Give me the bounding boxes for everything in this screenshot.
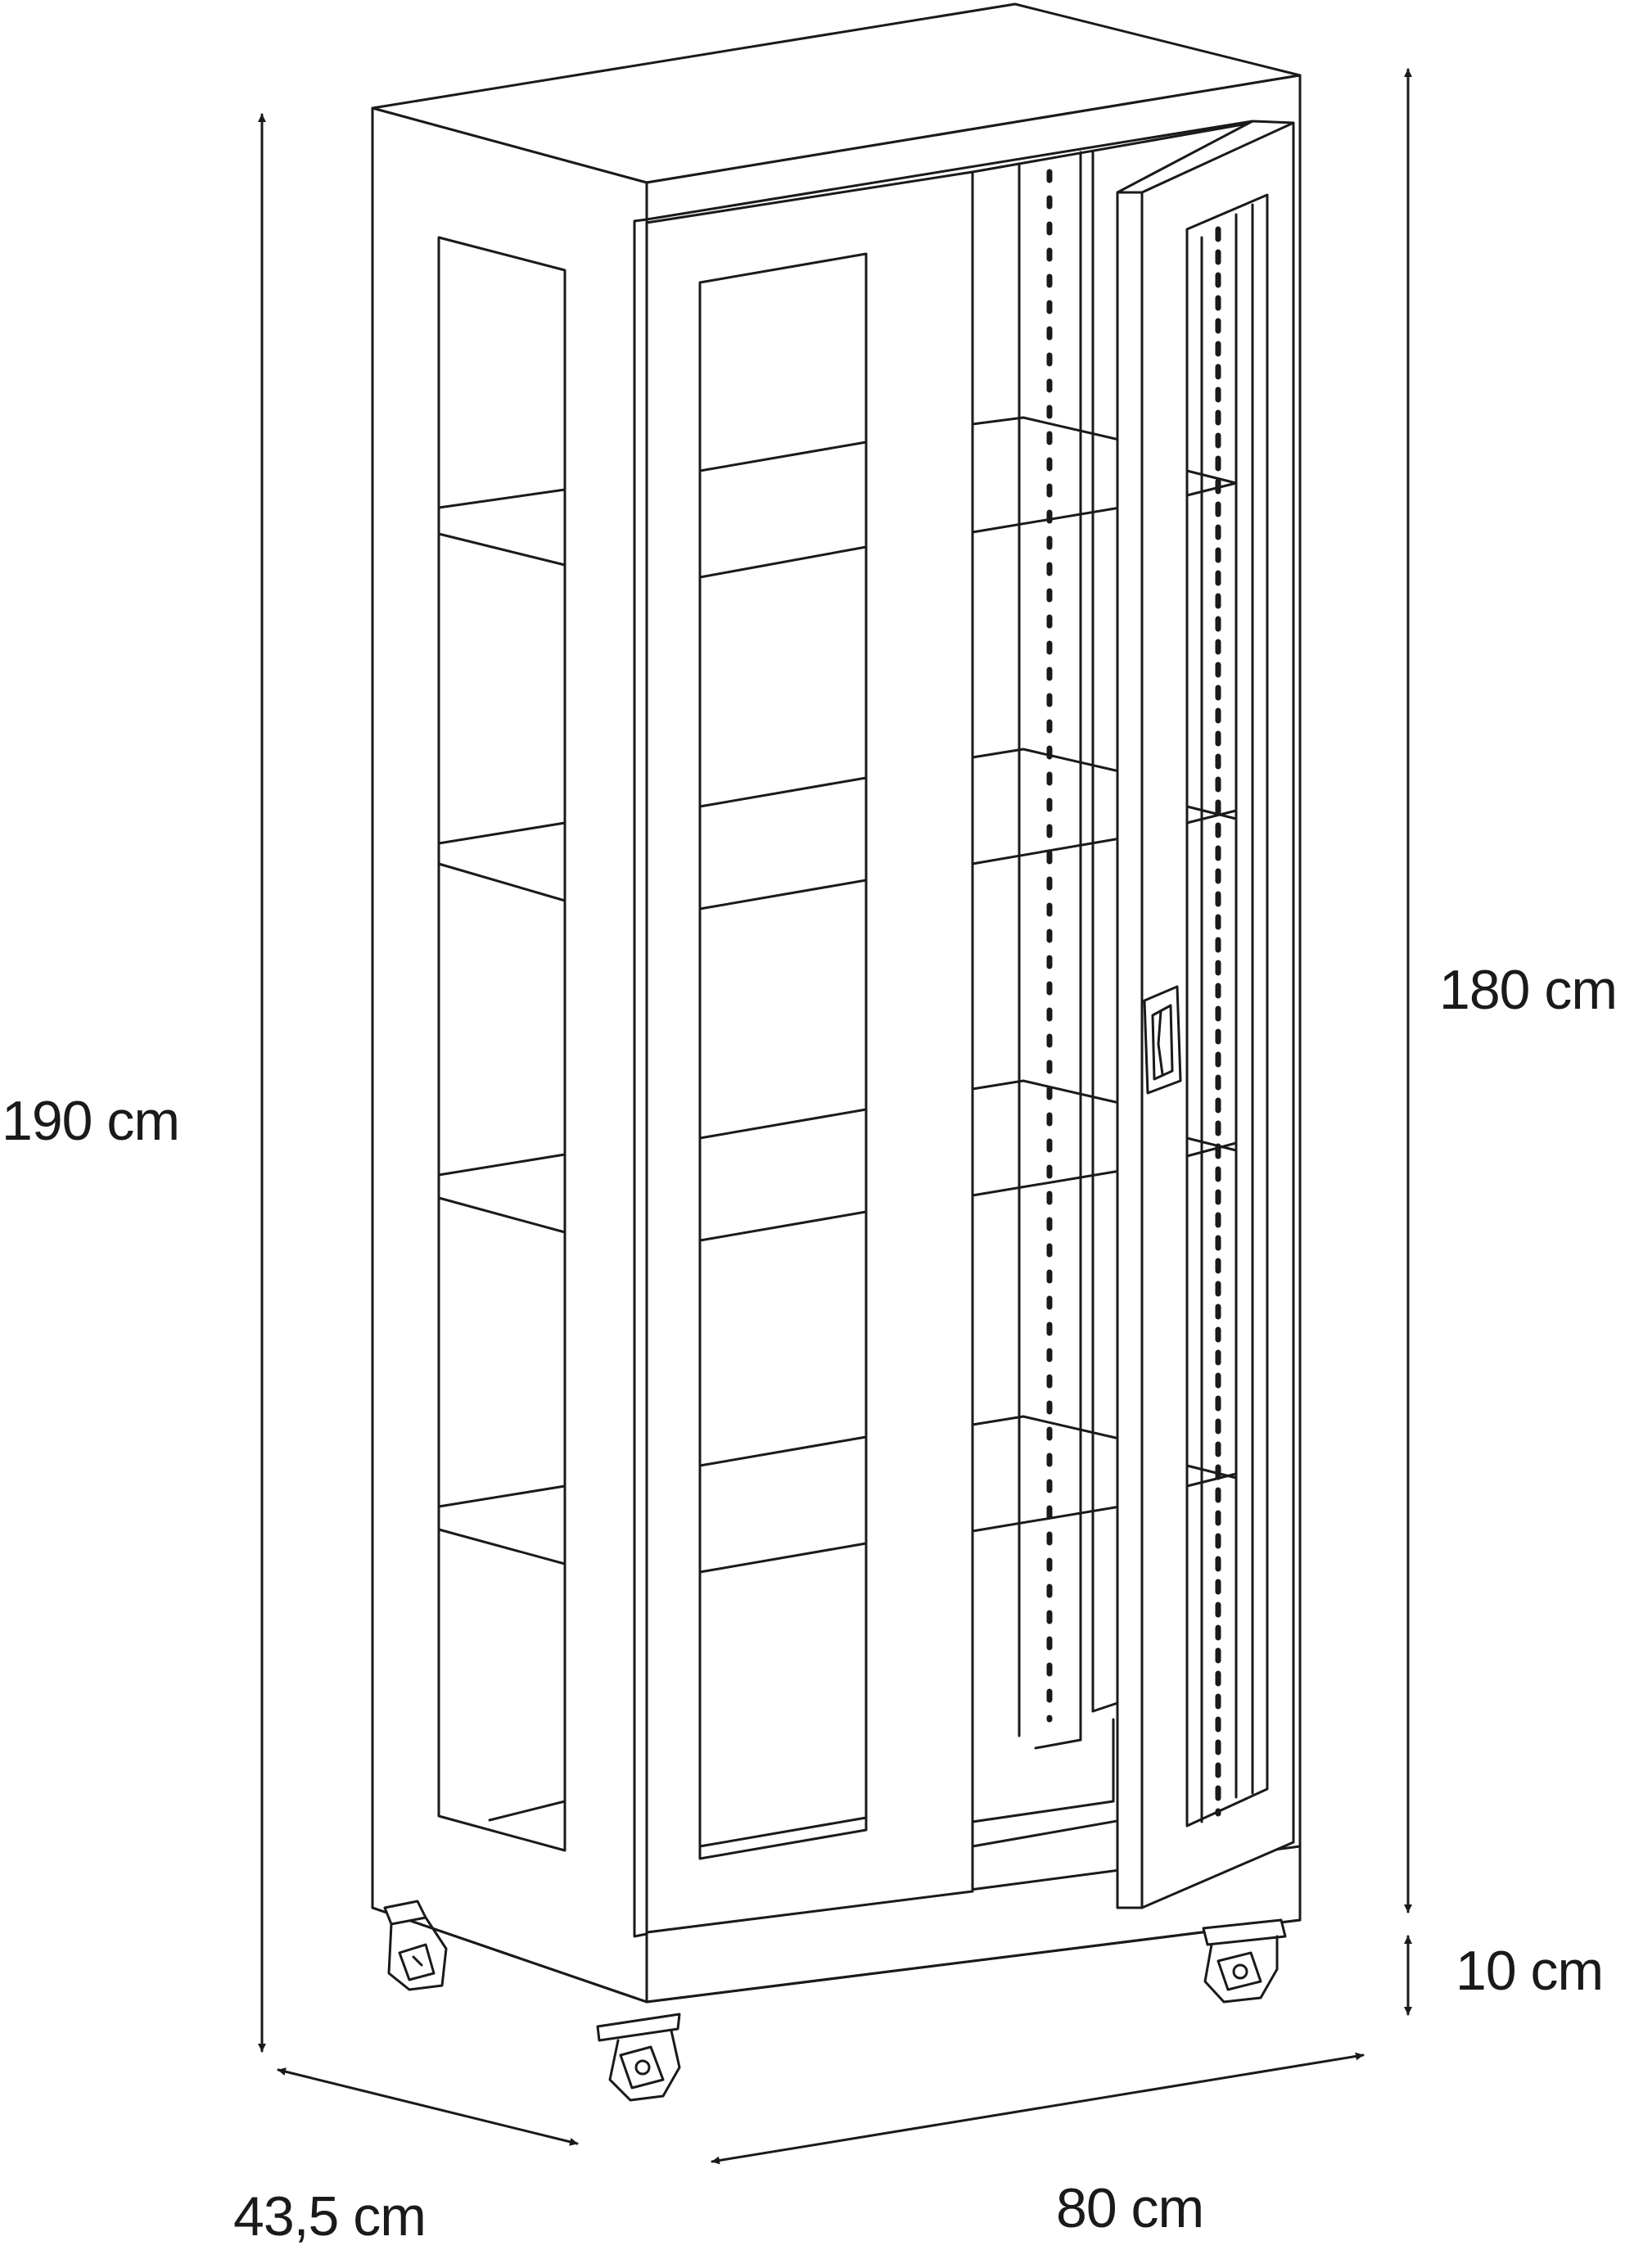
height-caster-label: 10 cm: [1456, 1940, 1604, 2002]
arrow-80cm: [711, 2052, 1365, 2165]
caster-left-front: [596, 2013, 681, 2102]
arrow-43cm: [277, 2067, 579, 2146]
dimension-arrows: [258, 68, 1412, 2165]
width-label: 80 cm: [1056, 2177, 1204, 2239]
cabinet-base: [371, 1845, 1302, 2004]
depth-label: 43,5 cm: [233, 2185, 427, 2248]
right-door: [1116, 120, 1295, 1909]
caster-right-front: [1202, 1918, 1287, 2004]
height-total-label: 190 cm: [2, 1090, 180, 1152]
left-door: [645, 170, 974, 1934]
caster-left-rear: [383, 1900, 448, 1991]
side-panel: [371, 106, 648, 2004]
height-cabinet-label: 180 cm: [1439, 959, 1618, 1021]
door-handle-icon: [1143, 985, 1182, 1095]
